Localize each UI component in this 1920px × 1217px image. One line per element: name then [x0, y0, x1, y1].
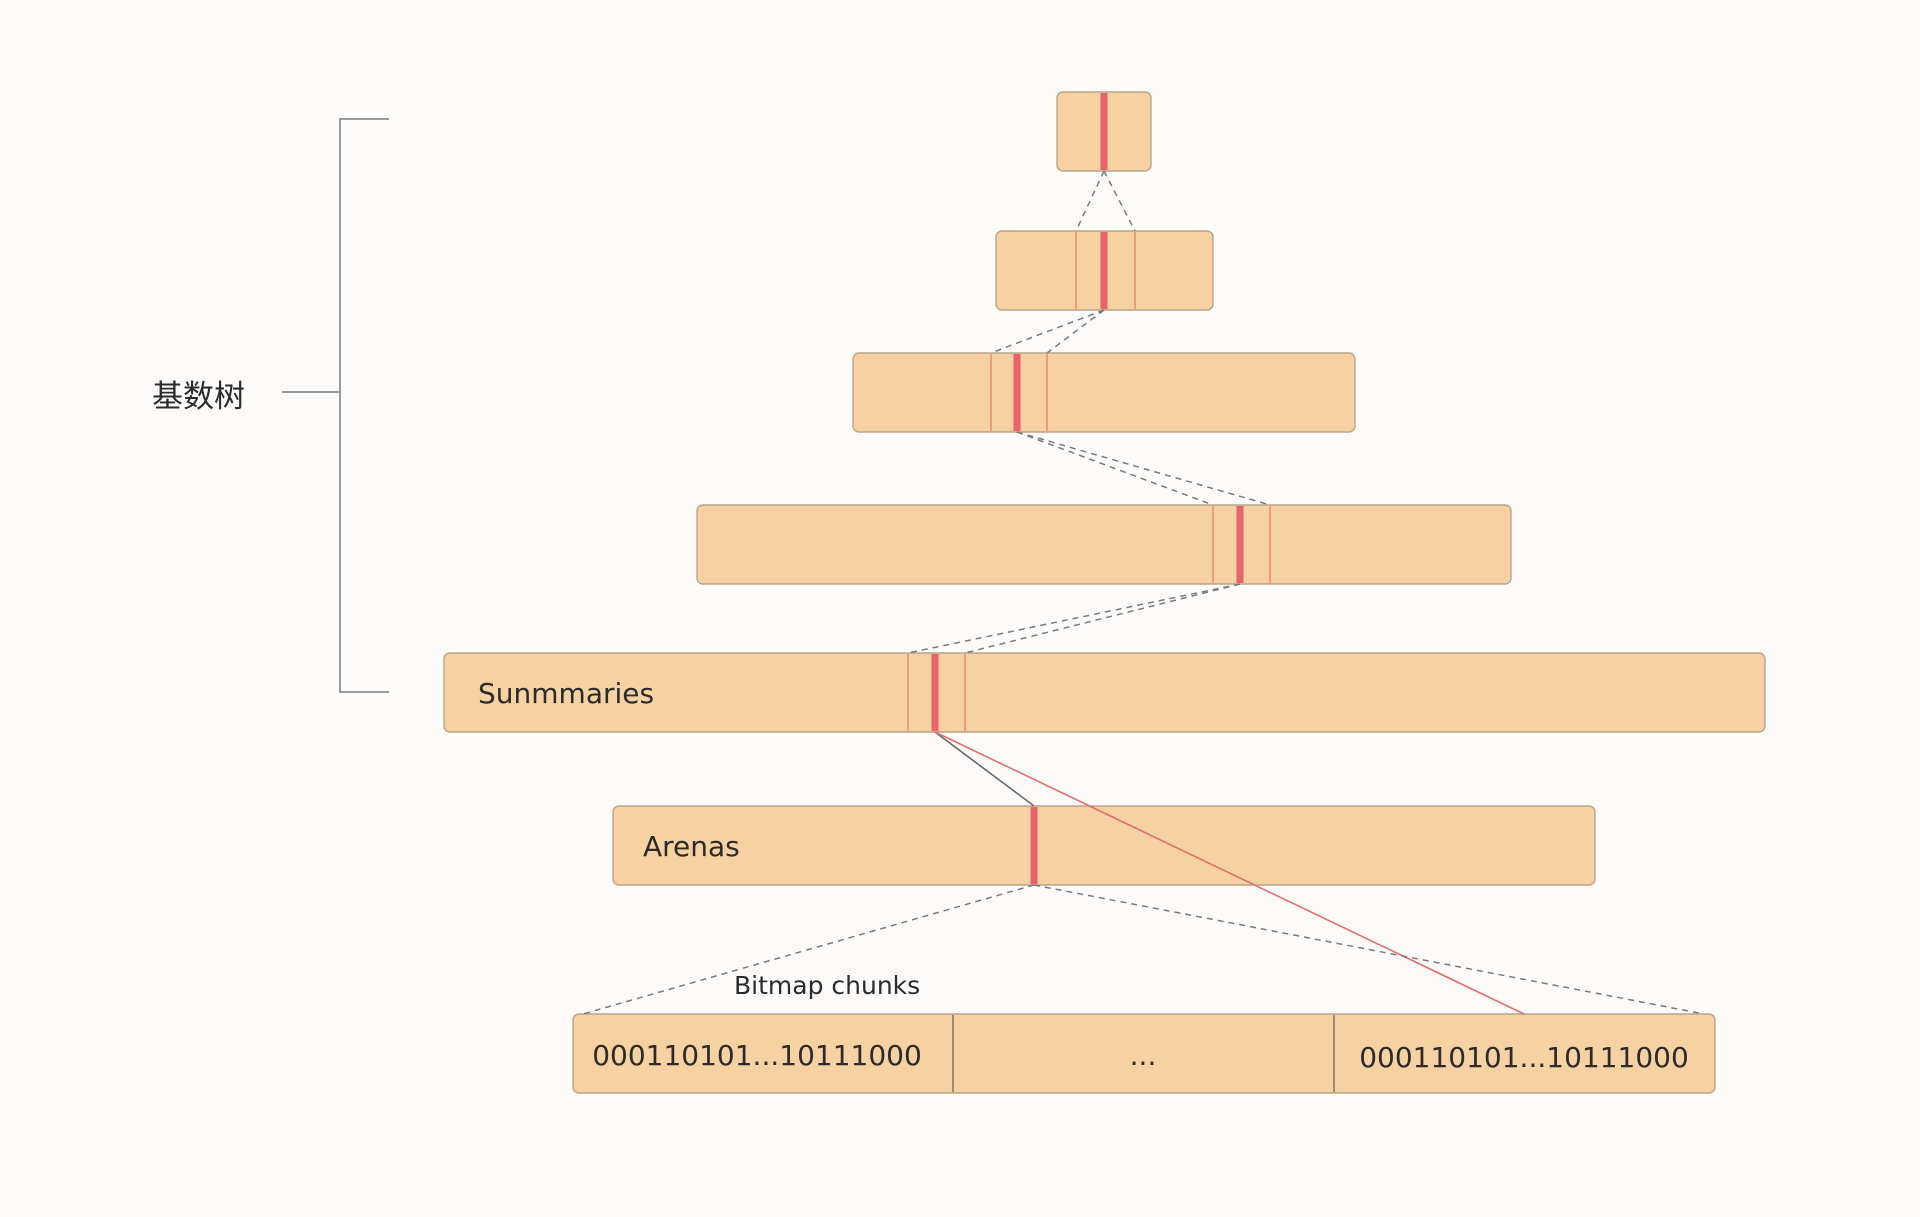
tree-level-4 — [696, 504, 1512, 585]
connector-lines — [582, 170, 1705, 1015]
tree-level-2 — [995, 230, 1214, 311]
connector-l2-l3-left — [990, 309, 1105, 354]
radix-tree-bracket — [282, 118, 389, 693]
bitmap-chunks-row — [572, 1013, 1716, 1094]
connector-l4-summaries-right — [964, 583, 1241, 654]
connector-summaries-arenas — [934, 731, 1035, 807]
summaries-level — [443, 652, 1766, 733]
connector-l3-l4-left — [1016, 431, 1214, 506]
bitmap-chunks-label: Bitmap chunks — [734, 971, 920, 1000]
connector-l3-l4-right — [1016, 431, 1271, 506]
arenas-level — [612, 805, 1596, 886]
bitmap-cell-1: 000110101...10111000 — [592, 1039, 922, 1072]
connector-arenas-bitmap-right — [1033, 884, 1705, 1015]
radix-tree-label: 基数树 — [152, 379, 245, 415]
bitmap-cell-3: 000110101...10111000 — [1359, 1041, 1689, 1074]
bitmap-cell-2: ... — [1130, 1039, 1157, 1072]
connector-l1-l2-right — [1103, 170, 1136, 232]
connector-arenas-bitmap-left — [582, 884, 1035, 1015]
bitmap-chunks-box — [572, 1013, 1716, 1094]
connector-l4-summaries-left — [907, 583, 1241, 654]
summaries-label: Sunmmaries — [478, 677, 654, 710]
tree-level-1 — [1056, 91, 1152, 172]
connector-summaries-bitmap-red — [934, 731, 1525, 1015]
tree-level-3 — [852, 352, 1356, 433]
connector-l2-l3-right — [1046, 309, 1105, 354]
connector-l1-l2-left — [1075, 170, 1105, 232]
arenas-label: Arenas — [643, 830, 740, 863]
